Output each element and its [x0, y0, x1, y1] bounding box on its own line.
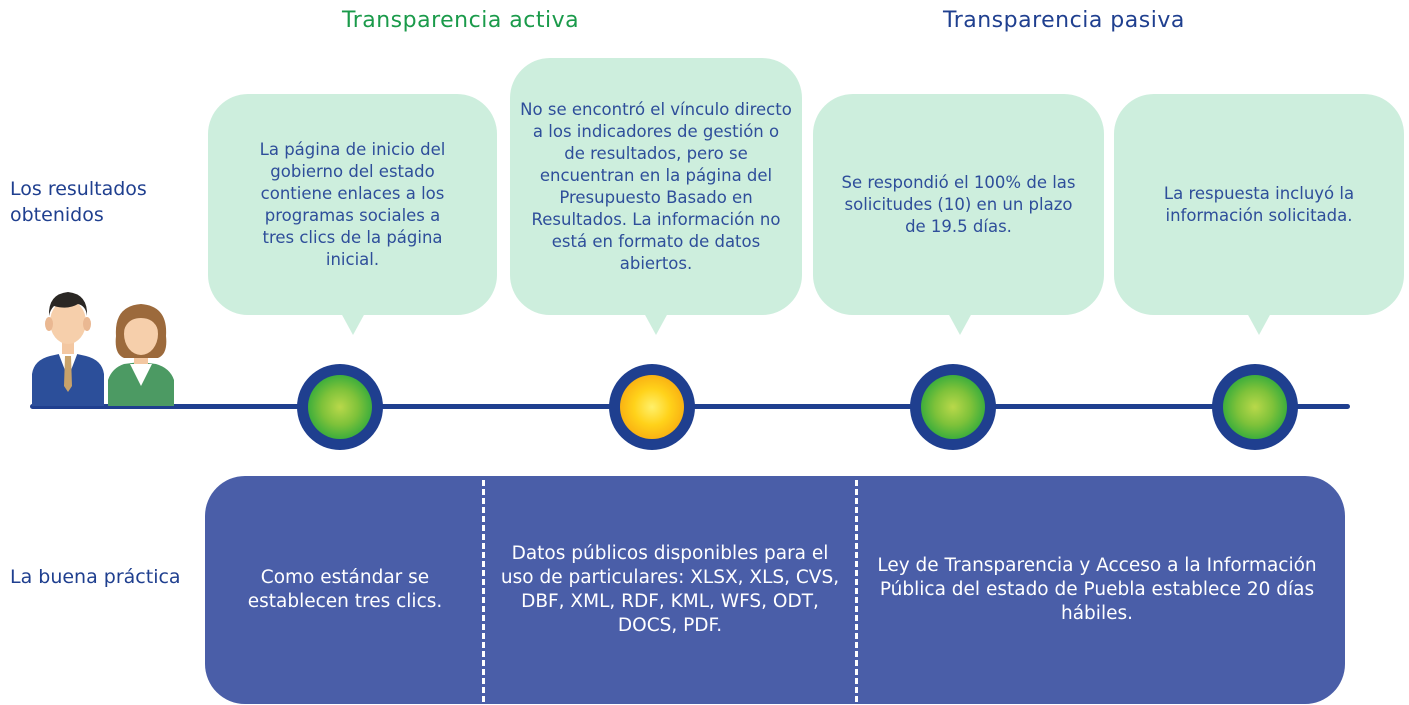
practice-divider-2	[855, 480, 858, 702]
green-status-dot	[308, 375, 372, 439]
row-label-practica: La buena práctica	[10, 566, 181, 588]
result-bubble-2: No se encontró el vínculo directo a los …	[510, 58, 802, 335]
yellow-status-dot	[620, 375, 684, 439]
header-transparencia-pasiva: Transparencia pasiva	[943, 8, 1185, 33]
green-status-dot	[1223, 375, 1287, 439]
practice-text-2: Datos públicos disponibles para el uso d…	[500, 543, 840, 636]
people-icon	[32, 292, 174, 406]
status-marker-4	[1212, 364, 1298, 450]
practice-text-3: Ley de Transparencia y Acceso a la Infor…	[877, 555, 1317, 624]
row-label-resultados: Los resultados obtenidos	[10, 178, 147, 226]
practice-text-1: Como estándar se establecen tres clics.	[247, 567, 443, 612]
status-marker-1	[297, 364, 383, 450]
green-status-dot	[921, 375, 985, 439]
result-bubble-1: La página de inicio del gobierno del est…	[208, 94, 497, 335]
result-bubble-3: Se respondió el 100% de las solicitudes …	[813, 94, 1104, 335]
practice-box	[205, 476, 1345, 704]
result-bubble-4: La respuesta incluyó la información soli…	[1114, 94, 1404, 335]
status-marker-3	[910, 364, 996, 450]
header-transparencia-activa: Transparencia activa	[342, 8, 580, 33]
status-marker-2	[609, 364, 695, 450]
practice-divider-1	[482, 480, 485, 702]
